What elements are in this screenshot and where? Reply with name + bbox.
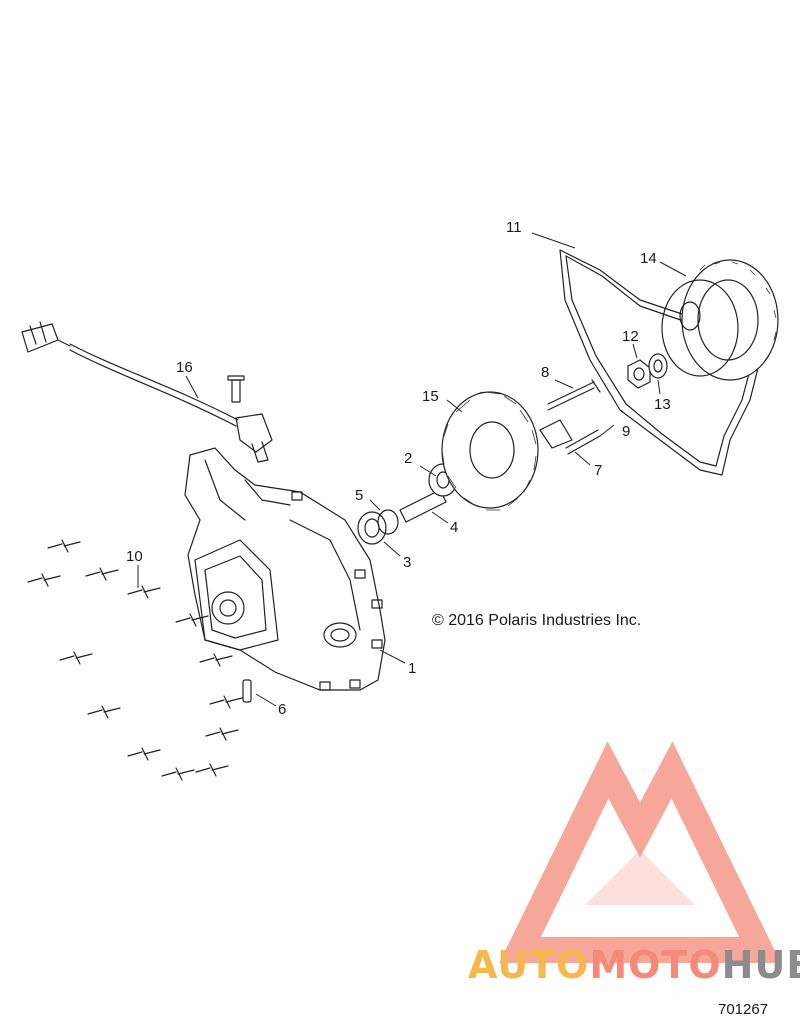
callout-15: 15 — [422, 388, 439, 405]
watermark-wordmark: AUTOMOTOHUB — [468, 943, 800, 987]
watermark-logo — [499, 741, 781, 963]
stator-cover — [184, 447, 386, 691]
callout-8: 8 — [541, 364, 549, 381]
watermark-hub: HUB — [722, 943, 800, 987]
watermark-moto: MOTO — [589, 943, 721, 987]
callout-12: 12 — [622, 328, 639, 345]
bolts — [27, 539, 243, 781]
callout-14: 14 — [640, 250, 657, 267]
callout-7: 7 — [594, 462, 602, 479]
callout-2: 2 — [404, 450, 412, 467]
callout-3: 3 — [403, 554, 411, 571]
callout-6: 6 — [278, 701, 286, 718]
leader-lines — [137, 232, 687, 707]
callout-labels: 1 2 3 4 5 6 7 8 9 10 11 12 13 14 15 16 — [126, 219, 671, 718]
clip-hardware — [539, 379, 601, 455]
callout-4: 4 — [450, 519, 458, 536]
dowel-pin — [242, 679, 252, 703]
copyright-text: © 2016 Polaris Industries Inc. — [432, 612, 641, 629]
callout-10: 10 — [126, 548, 143, 565]
nut-and-washer — [627, 353, 668, 389]
callout-5: 5 — [355, 487, 363, 504]
figure-number: 701267 — [718, 1001, 768, 1018]
watermark-auto: AUTO — [468, 943, 589, 987]
callout-1: 1 — [408, 660, 416, 677]
flywheel — [661, 259, 779, 381]
seal-and-bearing — [357, 509, 399, 545]
gasket — [559, 249, 761, 476]
callout-13: 13 — [654, 396, 671, 413]
callout-9: 9 — [622, 423, 630, 440]
stator — [441, 391, 539, 511]
callout-16: 16 — [176, 359, 193, 376]
callout-11: 11 — [506, 219, 522, 236]
sensor-harness — [21, 321, 273, 463]
